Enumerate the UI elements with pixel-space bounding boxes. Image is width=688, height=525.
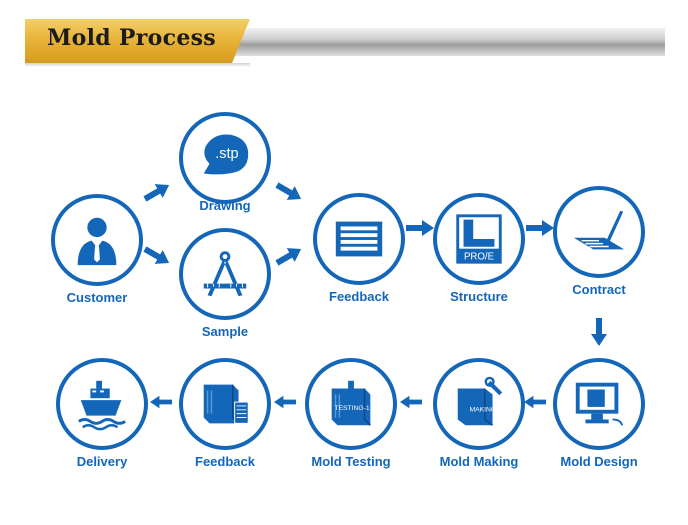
- contract-pen-icon: [573, 210, 625, 250]
- header-banner: Mold Process: [25, 19, 665, 67]
- arrow-feedback-structure: [406, 218, 434, 238]
- label-feedback-2: Feedback: [195, 454, 255, 469]
- header-gold-tab: [25, 19, 250, 63]
- node-drawing: .stp Drawing: [179, 112, 271, 213]
- stp-text: .stp: [215, 146, 238, 162]
- delivery-circle: [56, 358, 148, 450]
- proe-text: PRO/E: [464, 251, 495, 262]
- feedback-1-circle: [313, 193, 405, 285]
- node-structure: PRO/E Structure: [433, 193, 525, 304]
- node-contract: Contract: [553, 186, 645, 297]
- node-mold-testing: TESTING-1 Mold Testing: [305, 358, 397, 469]
- arrow-sample-feedback: [272, 240, 306, 271]
- label-structure: Structure: [450, 289, 508, 304]
- arrow-feedback-delivery: [150, 392, 172, 412]
- contract-circle: [553, 186, 645, 278]
- arrow-customer-sample: [140, 240, 174, 271]
- label-contract: Contract: [572, 282, 626, 297]
- mold-testing-icon: TESTING-1: [331, 380, 371, 426]
- proe-icon: PRO/E: [456, 214, 502, 264]
- making-text: MAKING: [470, 407, 497, 414]
- header-shadow: [25, 63, 250, 67]
- sample-circle: [179, 228, 271, 320]
- mold-testing-circle: TESTING-1: [305, 358, 397, 450]
- node-sample: Sample: [179, 228, 271, 339]
- node-feedback-2: Feedback: [179, 358, 271, 469]
- label-sample: Sample: [201, 324, 249, 339]
- form-icon: [335, 221, 383, 257]
- arrow-structure-contract: [526, 218, 554, 238]
- arrow-contract-mold-design: [589, 318, 609, 346]
- node-mold-making: MAKING Mold Making: [433, 358, 525, 469]
- label-mold-making: Mold Making: [439, 454, 519, 469]
- page-title: Mold Process: [47, 25, 216, 51]
- node-delivery: Delivery: [56, 358, 148, 469]
- arrow-mold-design-mold-making: [524, 392, 546, 412]
- label-mold-design: Mold Design: [560, 454, 638, 469]
- label-mold-testing: Mold Testing: [311, 454, 391, 469]
- node-customer: Customer: [51, 194, 143, 305]
- node-feedback-1: Feedback: [313, 193, 405, 304]
- arrow-customer-drawing: [140, 176, 174, 207]
- mold-making-circle: MAKING: [433, 358, 525, 450]
- monitor-icon: [575, 382, 624, 426]
- feedback-2-circle: [179, 358, 271, 450]
- label-drawing: Drawing: [199, 198, 251, 213]
- ship-icon: [77, 380, 127, 431]
- mold-design-circle: [553, 358, 645, 450]
- label-customer: Customer: [66, 290, 128, 305]
- drawing-circle: .stp: [179, 112, 271, 204]
- header-metal-bar: [230, 28, 665, 56]
- person-icon: [77, 217, 117, 266]
- structure-circle: PRO/E: [433, 193, 525, 285]
- arrow-mold-making-mold-testing: [400, 392, 422, 412]
- arrow-mold-testing-feedback: [274, 392, 296, 412]
- customer-circle: [51, 194, 143, 286]
- label-feedback-1: Feedback: [329, 289, 389, 304]
- packaged-mold-icon: [203, 384, 249, 424]
- arrow-drawing-feedback: [272, 176, 306, 207]
- compass-icon: [203, 251, 247, 297]
- label-delivery: Delivery: [76, 454, 128, 469]
- testing-text: TESTING-1: [334, 405, 369, 412]
- stp-file-icon: .stp: [203, 134, 249, 175]
- node-mold-design: Mold Design: [553, 358, 645, 469]
- mold-wrench-icon: MAKING: [457, 376, 503, 426]
